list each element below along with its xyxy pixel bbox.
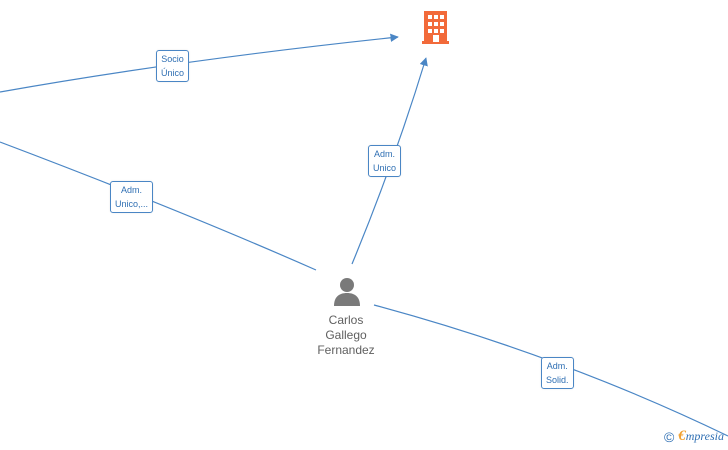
edge-adm-unico-2 [0,141,317,271]
person-name-line-3: Fernandez [317,343,375,357]
brand-initial: € [678,428,686,444]
edge-label-line: Solid. [546,375,569,385]
edge-label-adm-unico[interactable]: Adm. Unico [368,145,402,177]
building-icon[interactable] [422,11,449,44]
edge-label-line: Adm. [546,361,568,371]
edge-label-line: Adm. [374,149,396,159]
edge-label-line: Unico,... [115,199,149,209]
brand-logo: €mpresia [678,428,724,445]
copyright-icon: © [663,428,675,445]
edge-label-socio-unico[interactable]: Socio Único [156,50,190,82]
person-icon[interactable] [334,278,360,306]
edge-label-line: Socio [161,54,184,64]
edge-label-adm-unico-2[interactable]: Adm. Unico,... [110,181,154,213]
person-name-line-2: Gallego [325,328,367,342]
person-name[interactable]: Carlos Gallego Fernandez [296,313,396,358]
person-name-line-1: Carlos [328,313,364,327]
edge-label-line: Adm. [121,185,143,195]
edge-label-line: Único [161,68,185,78]
watermark: © €mpresia [664,428,724,445]
brand-rest: mpresia [685,429,724,443]
edge-socio-unico [0,33,399,93]
edge-label-adm-solid[interactable]: Adm. Solid. [541,357,574,389]
edge-label-line: Unico [373,163,397,173]
